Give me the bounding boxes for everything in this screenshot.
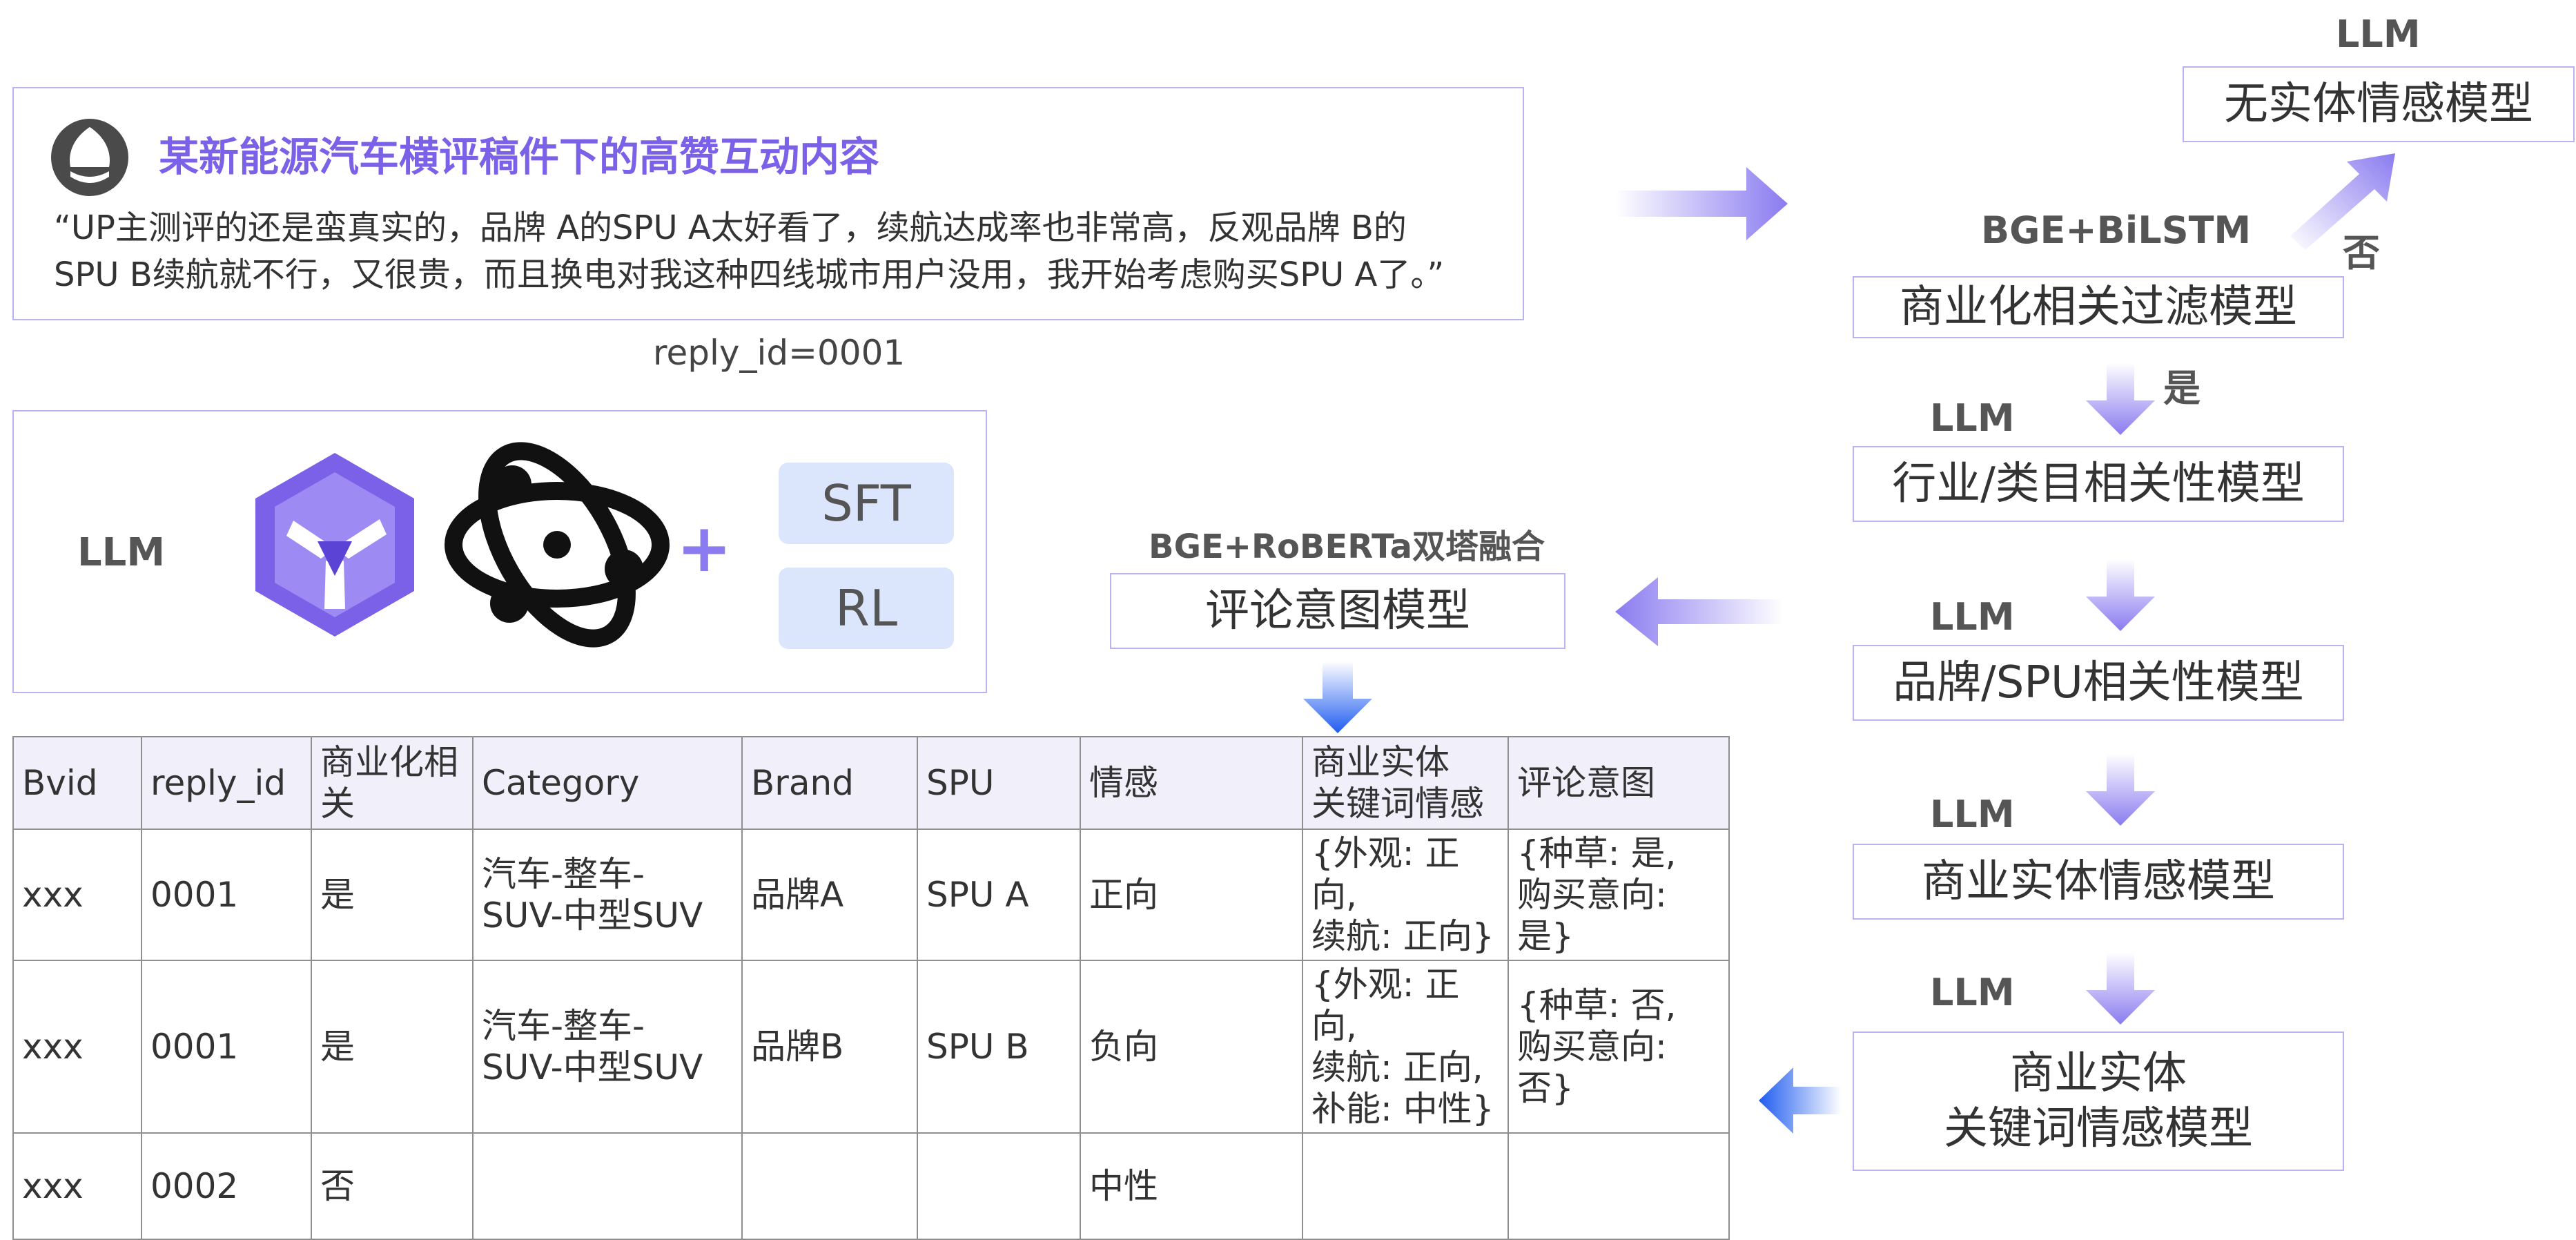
table-cell: xxx <box>12 1132 142 1240</box>
reply-id-label: reply_id=0001 <box>653 333 906 373</box>
table-cell: 0002 <box>141 1132 312 1240</box>
flow-arrow-down-intent <box>1303 661 1372 733</box>
table-cell: 汽车-整车- SUV-中型SUV <box>472 829 743 961</box>
comment-text-line-1: “UP主测评的还是蛮真实的，品牌 A的SPU A太好看了，续航达成率也非常高，反… <box>54 209 1407 247</box>
table-cell: SPU B <box>917 960 1081 1134</box>
llm-card: LLM + SFT RL <box>12 410 987 693</box>
entity-sentiment-model: 商业实体情感模型 <box>1853 844 2344 920</box>
entity-model-tag: LLM <box>1930 793 2015 836</box>
table-cell: 品牌A <box>741 829 918 961</box>
intent-model-tag: BGE+RoBERTa双塔融合 <box>1149 527 1545 566</box>
table-cell: xxx <box>12 829 142 961</box>
commercial-filter-model: 商业化相关过滤模型 <box>1853 276 2344 338</box>
keyword-model-tag: LLM <box>1930 971 2015 1014</box>
table-header-cell: 商业化相 关 <box>311 736 474 830</box>
table-cell <box>1507 1132 1730 1240</box>
table-cell <box>917 1132 1081 1240</box>
user-avatar-icon <box>51 119 128 196</box>
industry-model-tag: LLM <box>1930 396 2015 440</box>
comment-intent-model: 评论意图模型 <box>1110 573 1565 649</box>
atom-logo-icon <box>445 442 670 648</box>
qwen-logo-icon <box>255 453 414 637</box>
flow-arrow-down-4 <box>2086 953 2155 1025</box>
table-header-cell: reply_id <box>141 736 312 830</box>
comment-text-line-2: SPU B续航就不行，又很贵，而且换电对我这种四线城市用户没用，我开始考虑购买S… <box>54 255 1445 294</box>
flow-arrow-down-1 <box>2086 363 2155 435</box>
table-cell: 0001 <box>141 829 312 961</box>
result-table: Bvid reply_id 商业化相 关 Category Brand SPU … <box>12 736 1730 1240</box>
rl-pill: RL <box>779 568 954 649</box>
brand-spu-relevance-model: 品牌/SPU相关性模型 <box>1853 645 2344 721</box>
table-cell: 否 <box>311 1132 474 1240</box>
table-cell: SPU A <box>917 829 1081 961</box>
flow-arrow-down-2 <box>2086 559 2155 631</box>
table-header-cell: SPU <box>917 736 1081 830</box>
table-cell: 是 <box>311 829 474 961</box>
table-row: xxx 0001 是 汽车-整车- SUV-中型SUV 品牌A SPU A 正向… <box>12 829 1730 961</box>
table-cell: {种草: 是, 购买意向: 是} <box>1507 829 1730 961</box>
comment-card: 某新能源汽车横评稿件下的高赞互动内容 “UP主测评的还是蛮真实的，品牌 A的SP… <box>12 87 1524 320</box>
table-cell: 汽车-整车- SUV-中型SUV <box>472 960 743 1134</box>
entity-keyword-sentiment-model: 商业实体 关键词情感模型 <box>1853 1031 2344 1171</box>
sft-pill: SFT <box>779 463 954 544</box>
yes-branch-label: 是 <box>2163 367 2201 410</box>
table-cell: {外观: 正向, 续航: 正向, 补能: 中性} <box>1302 960 1509 1134</box>
flow-arrow-down-3 <box>2086 754 2155 826</box>
plus-sign: + <box>676 510 732 587</box>
table-cell: 中性 <box>1080 1132 1303 1240</box>
industry-relevance-model: 行业/类目相关性模型 <box>1853 446 2344 522</box>
flow-arrow-left-blue <box>1759 1067 1842 1134</box>
table-row: xxx 0002 否 中性 <box>12 1132 1730 1240</box>
table-header-cell: 评论意图 <box>1507 736 1730 830</box>
no-branch-label: 否 <box>2343 231 2380 275</box>
table-cell: 0001 <box>141 960 312 1134</box>
table-cell: {外观: 正向, 续航: 正向} <box>1302 829 1509 961</box>
brand-model-tag: LLM <box>1930 595 2015 639</box>
flow-arrow-left <box>1615 577 1784 646</box>
table-cell: {种草: 否, 购买意向: 否} <box>1507 960 1730 1134</box>
table-cell: 负向 <box>1080 960 1303 1134</box>
no-entity-sentiment-model: 无实体情感模型 <box>2183 66 2575 142</box>
no-entity-model-tag: LLM <box>2336 12 2421 56</box>
flow-arrow-right <box>1615 167 1788 240</box>
table-cell: 是 <box>311 960 474 1134</box>
comment-title: 某新能源汽车横评稿件下的高赞互动内容 <box>159 133 880 180</box>
table-header-cell: Category <box>472 736 743 830</box>
table-header-cell: 情感 <box>1080 736 1303 830</box>
table-cell <box>1302 1132 1509 1240</box>
flow-arrow-diagonal <box>2290 153 2395 250</box>
table-cell: 品牌B <box>741 960 918 1134</box>
table-header-cell: Brand <box>741 736 918 830</box>
llm-label: LLM <box>77 530 166 575</box>
table-header-cell: Bvid <box>12 736 142 830</box>
table-header-cell: 商业实体 关键词情感 <box>1302 736 1509 830</box>
table-cell <box>741 1132 918 1240</box>
filter-model-tag: BGE+BiLSTM <box>1981 209 2252 252</box>
table-header-row: Bvid reply_id 商业化相 关 Category Brand SPU … <box>12 736 1730 830</box>
table-row: xxx 0001 是 汽车-整车- SUV-中型SUV 品牌B SPU B 负向… <box>12 960 1730 1134</box>
table-cell: xxx <box>12 960 142 1134</box>
table-cell: 正向 <box>1080 829 1303 961</box>
table-cell <box>472 1132 743 1240</box>
